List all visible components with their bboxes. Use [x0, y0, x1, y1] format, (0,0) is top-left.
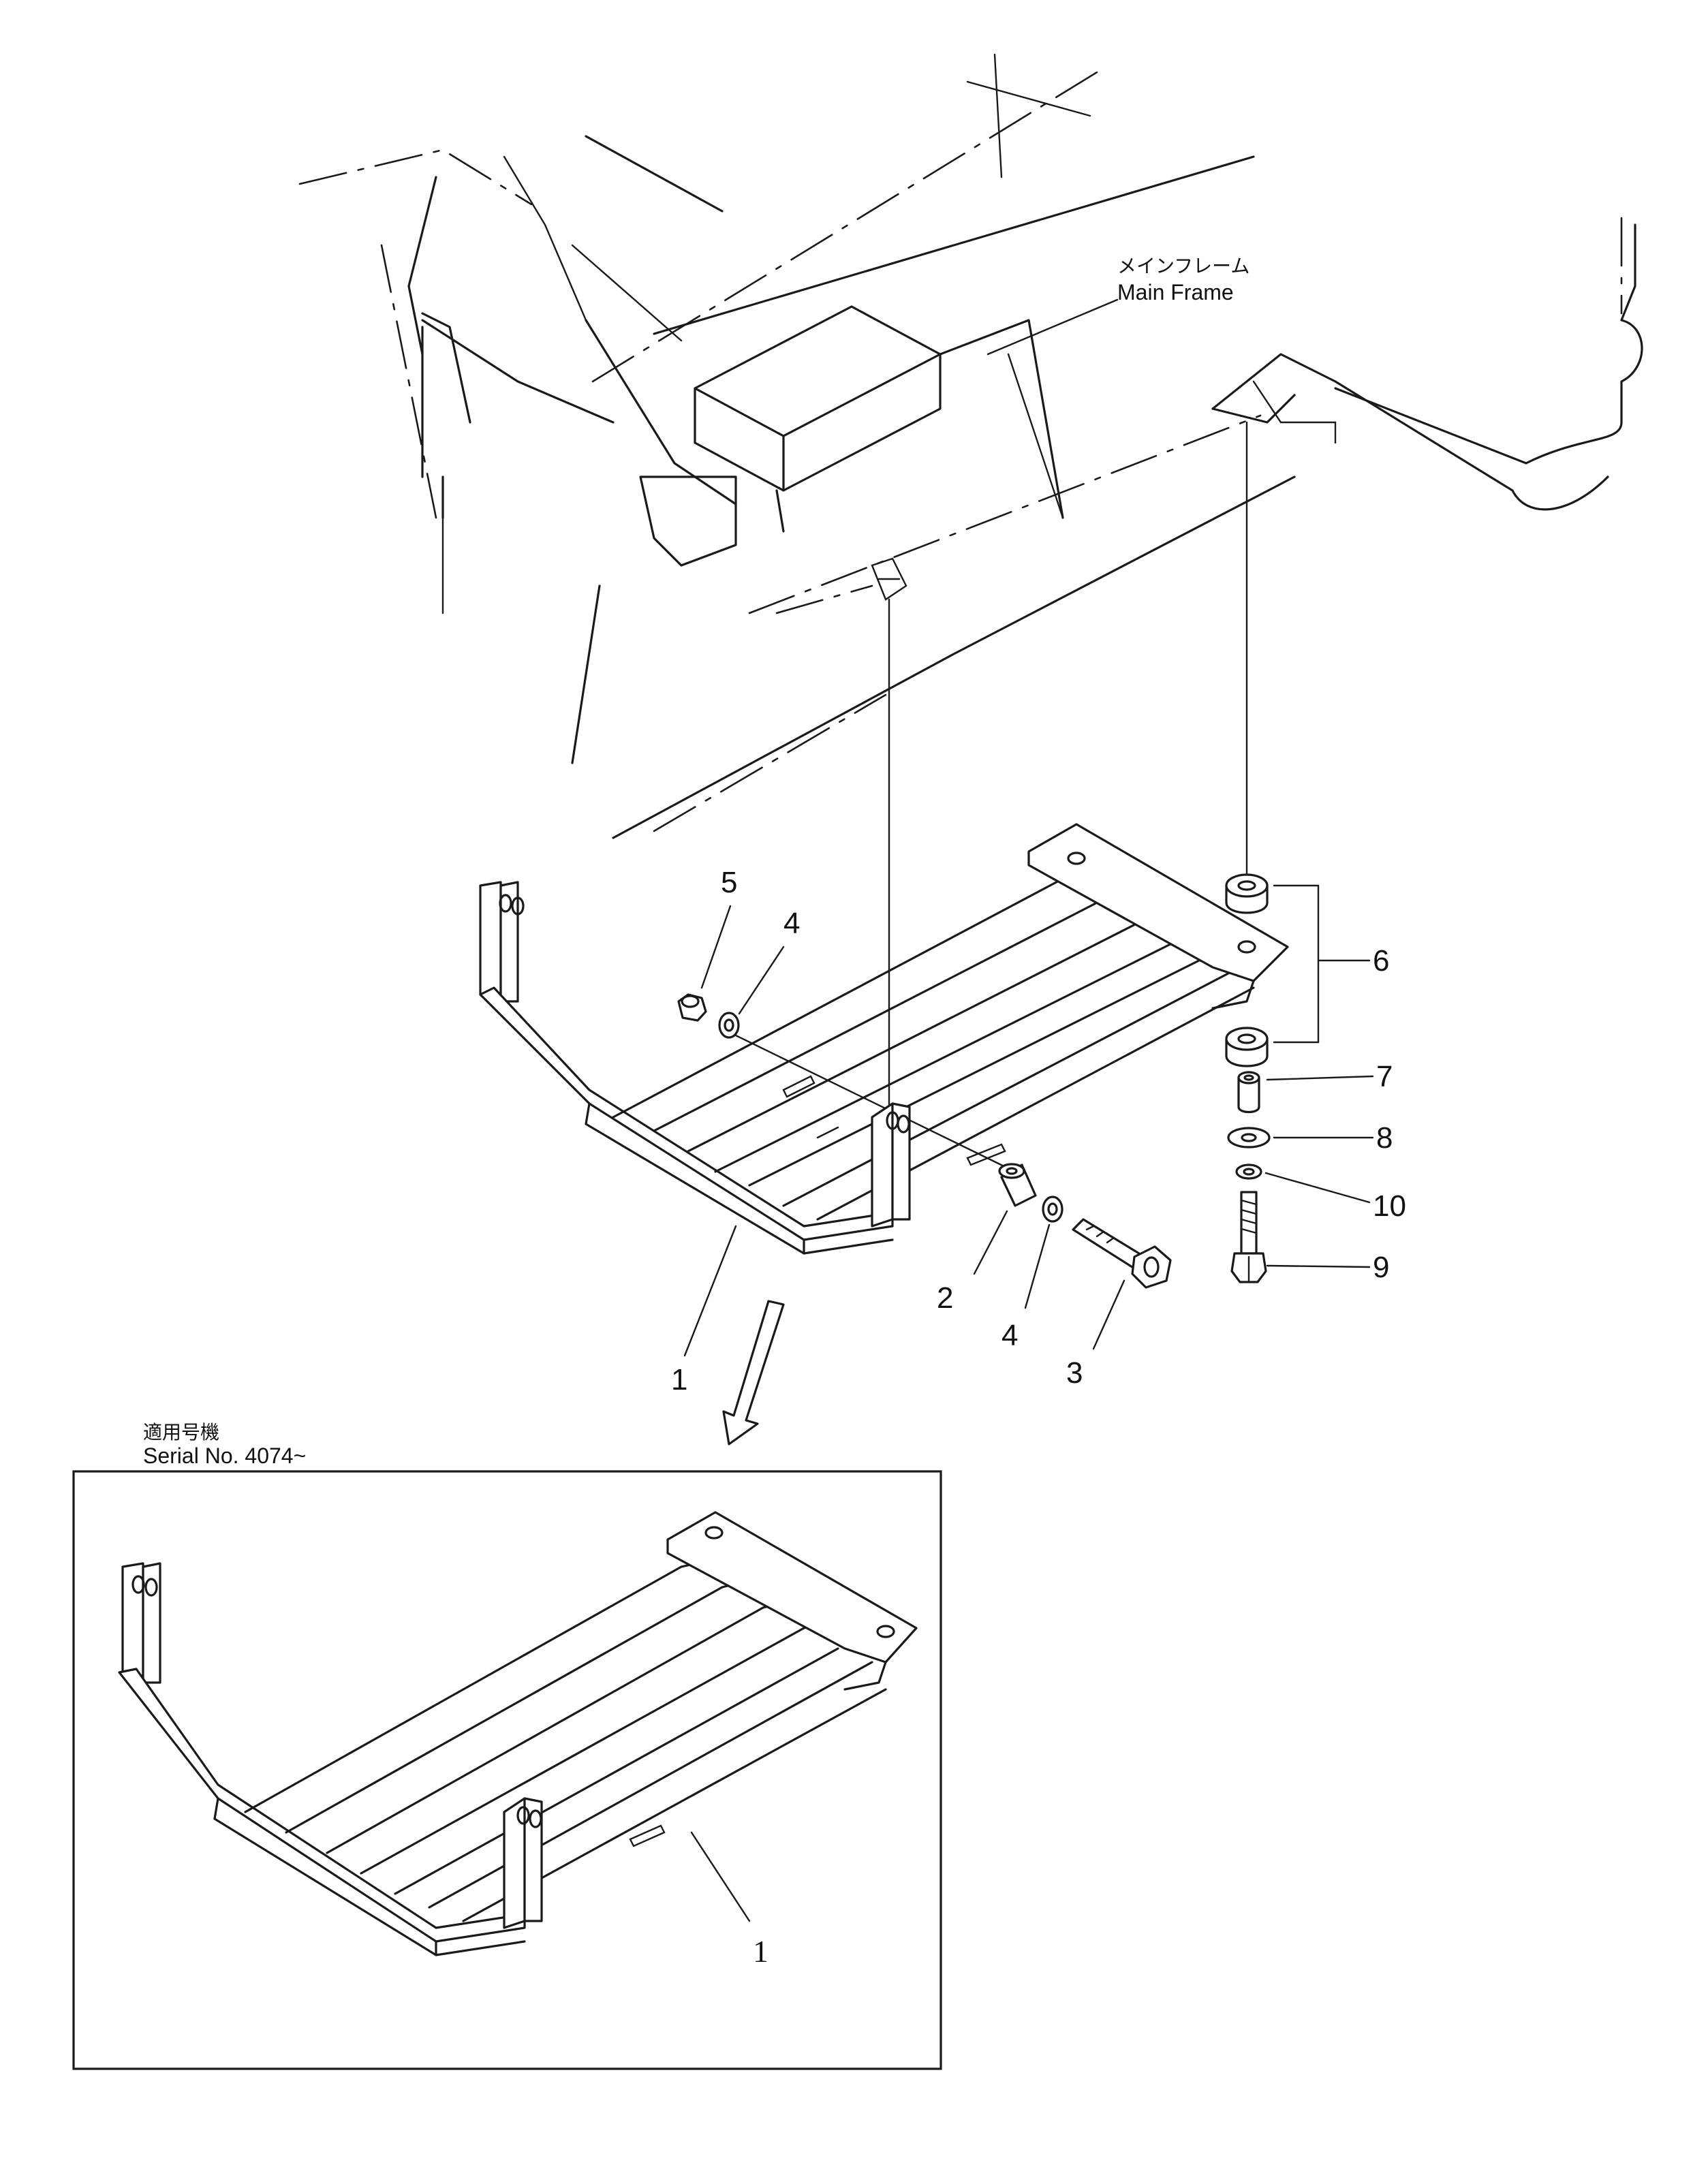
- step-inset: [118, 1511, 918, 1956]
- part-6-mount-top: [1225, 873, 1269, 914]
- callout-9: 9: [1373, 1251, 1389, 1284]
- leader-9: [1266, 1264, 1371, 1268]
- part-8-washer: [1227, 1127, 1271, 1149]
- serial-label-en: Serial No. 4074~: [143, 1443, 306, 1468]
- callout-1-main: 1: [671, 1363, 687, 1396]
- inset-arrow: [722, 1300, 785, 1446]
- step-main: [479, 823, 1289, 1255]
- part-7-collar: [1237, 1071, 1260, 1114]
- leader-7: [1266, 1075, 1374, 1081]
- callout-1-inset: 1: [753, 1934, 768, 1969]
- bracket-6: [1273, 884, 1320, 1044]
- part-10-lockwasher: [1235, 1163, 1262, 1180]
- leader-1-main: [683, 1225, 737, 1357]
- part-4-washer-bottom: [1042, 1196, 1063, 1223]
- leader-4-top: [738, 946, 785, 1015]
- pin-axis-line: [734, 1034, 1016, 1173]
- callout-4-top: 4: [783, 907, 800, 940]
- main-frame-label-jp: メインフレーム: [1117, 255, 1249, 277]
- callout-2: 2: [937, 1281, 953, 1315]
- part-6-mount-bottom: [1225, 1027, 1269, 1067]
- main-frame-leader: [987, 298, 1119, 356]
- part-3-bolt: [1072, 1218, 1172, 1289]
- leader-4-bottom: [1024, 1223, 1051, 1309]
- main-frame-outline: [298, 53, 1643, 839]
- leader-2: [973, 1210, 1008, 1275]
- part-2-bushing: [998, 1163, 1037, 1207]
- leader-10: [1264, 1172, 1371, 1204]
- leader-3: [1092, 1279, 1125, 1350]
- callout-10: 10: [1373, 1189, 1406, 1223]
- main-frame-label-en: Main Frame: [1117, 280, 1234, 304]
- part-9-bolt: [1230, 1191, 1267, 1283]
- callout-4-bottom: 4: [1001, 1319, 1018, 1352]
- callout-7: 7: [1376, 1060, 1393, 1093]
- part-4-washer-top: [718, 1012, 740, 1039]
- callout-5: 5: [721, 866, 737, 899]
- leader-1-inset: [690, 1831, 751, 1922]
- part-5-nut: [677, 993, 707, 1022]
- serial-label-jp: 適用号機: [143, 1421, 219, 1443]
- leader-5: [700, 905, 732, 989]
- callout-3: 3: [1066, 1356, 1083, 1390]
- inset-frame: [72, 1470, 942, 2070]
- callout-6: 6: [1373, 944, 1389, 978]
- callout-8: 8: [1376, 1121, 1393, 1155]
